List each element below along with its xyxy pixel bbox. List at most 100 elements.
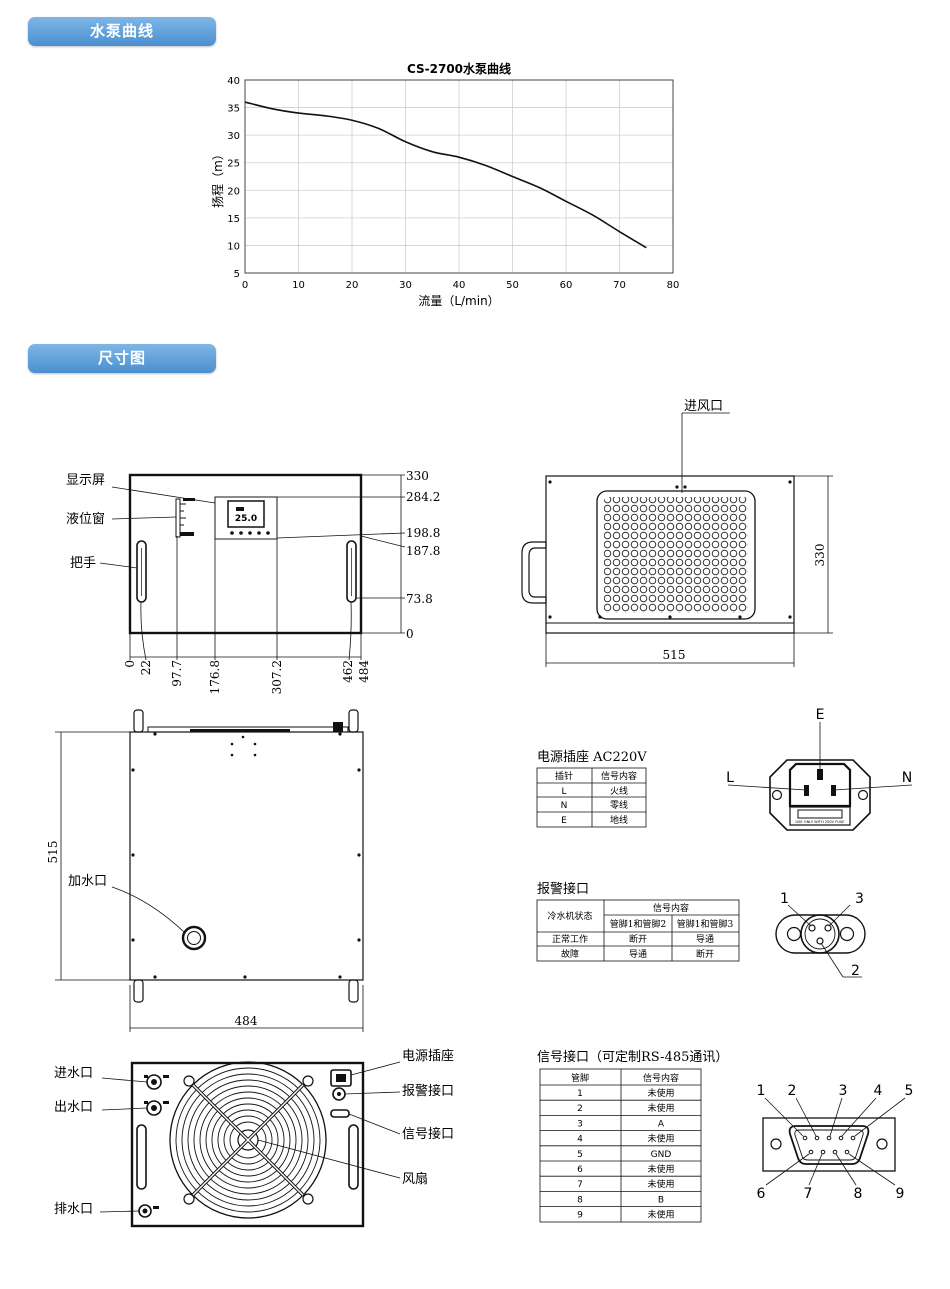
alarm-row-1-v12: 断开 [629,933,647,945]
label-signal-port: 信号接口 [402,1126,454,1142]
power-table-title: 电源插座 AC220V [537,750,647,765]
dim-198-8: 198.8 [406,526,440,540]
dim-462: 462 [341,660,355,683]
chart-x-tick-label: 50 [506,280,519,291]
signal-row-content: B [658,1195,664,1205]
alarm-pin-1: 1 [780,891,789,907]
power-row-3-pin: E [561,816,567,826]
label-water-inlet: 进水口 [54,1066,93,1081]
signal-row-content: A [658,1119,665,1129]
chart-plot-frame [244,79,674,274]
rear-view-body [130,1061,365,1228]
label-handle: 把手 [70,556,96,571]
db9-connector-diagram: 1 2 3 4 5 6 7 8 9 [757,1083,914,1202]
chart-x-label: 流量（L/min） [418,294,499,308]
water-inlet-port [144,1074,169,1090]
power-table: 电源插座 AC220V 插针 信号内容 L 火线 N 零线 E 地线 [536,750,647,828]
power-socket-diagram: USE ONLY WITH 250V FUSE E L N [726,707,912,831]
power-row-1-pin: L [561,787,566,797]
display-indicator [236,507,244,511]
dim-187-8: 187.8 [406,544,440,558]
alarm-row-2-v13: 断开 [696,948,714,960]
signal-row-content: 未使用 [647,1163,674,1175]
signal-row-content: 未使用 [647,1087,674,1099]
alarm-row-1-state: 正常工作 [552,933,588,945]
dim-73-8: 73.8 [406,592,433,606]
signal-row-content: 未使用 [647,1178,674,1190]
label-water-fill: 加水口 [68,874,107,889]
chart-y-tick-label: 5 [234,269,240,280]
fan [169,1061,327,1219]
signal-row-pin: 8 [577,1195,583,1205]
db9-pin-8: 8 [854,1186,863,1202]
alarm-row-2-v12: 导通 [629,949,647,960]
rear-signal-port [330,1109,350,1118]
signal-row-content: 未使用 [647,1133,674,1145]
rear-power-socket [330,1069,352,1087]
rear-left-handle [136,1124,147,1190]
side-height-dim: 330 [813,544,827,567]
db9-pin-3: 3 [839,1083,848,1099]
chart-x-tick-label: 30 [399,280,412,291]
chart-grid [244,79,674,274]
alarm-row-1-v13: 导通 [696,934,714,945]
top-handle-left-top [133,709,144,733]
chart-y-tick-label: 40 [227,76,240,87]
left-handle [136,540,147,603]
chart-y-tick-label: 30 [227,131,240,142]
signal-row-pin: 7 [577,1180,583,1190]
chart-y-tick-label: 20 [227,186,240,197]
signal-row-content: 未使用 [647,1209,674,1221]
top-handle-left-bottom [133,979,144,1003]
signal-row-pin: 5 [577,1150,583,1160]
socket-pin-n: N [902,770,912,786]
power-header-pin: 插针 [555,770,573,782]
level-window [175,498,195,538]
label-display: 显示屏 [66,473,105,488]
power-row-1-signal: 火线 [610,785,628,797]
socket-pin-e: E [816,707,825,723]
front-view: 25.0 [66,469,440,694]
dim-307-2: 307.2 [270,660,284,694]
signal-row-pin: 9 [577,1211,583,1221]
display-buttons [230,531,270,535]
chart-series-line [244,101,647,249]
top-width-dim: 484 [235,1014,258,1028]
signal-header-content: 信号内容 [643,1072,679,1084]
label-water-outlet: 出水口 [54,1100,93,1115]
dim-330: 330 [406,469,429,483]
signal-row-pin: 1 [577,1089,583,1099]
chart-x-tick-label: 0 [242,280,248,291]
db9-pin-5: 5 [905,1083,914,1099]
label-fan: 风扇 [402,1171,428,1187]
dim-176-8: 176.8 [208,660,222,694]
chart-x-tick-label: 10 [292,280,305,291]
signal-row-content: GND [651,1150,672,1160]
right-handle [346,540,357,603]
fuse-text: USE ONLY WITH 250V FUSE [795,820,845,824]
side-width-dim: 515 [663,648,686,662]
db9-pin-9: 9 [896,1186,905,1202]
signal-row-pin: 3 [577,1119,583,1129]
side-handle [521,541,547,604]
dim-484: 484 [357,660,371,683]
signal-row-pin: 2 [577,1104,583,1114]
chart-y-label: 扬程（m） [210,148,225,208]
socket-pin-l: L [726,770,734,786]
chart-x-tick-label: 40 [453,280,466,291]
power-row-2-signal: 零线 [610,799,628,811]
alarm-header-state: 冷水机状态 [547,910,592,922]
top-handle-right-top [348,709,359,733]
db9-pin-4: 4 [874,1083,883,1099]
alarm-pin-3: 3 [855,891,864,907]
chart-y-tick-label: 10 [227,241,240,252]
signal-row-content: 未使用 [647,1102,674,1114]
chart-x-tick-label: 60 [560,280,573,291]
db9-pin-1: 1 [757,1083,766,1099]
alarm-header-signal: 信号内容 [653,902,689,914]
chart-y-tick-label: 25 [227,159,240,170]
